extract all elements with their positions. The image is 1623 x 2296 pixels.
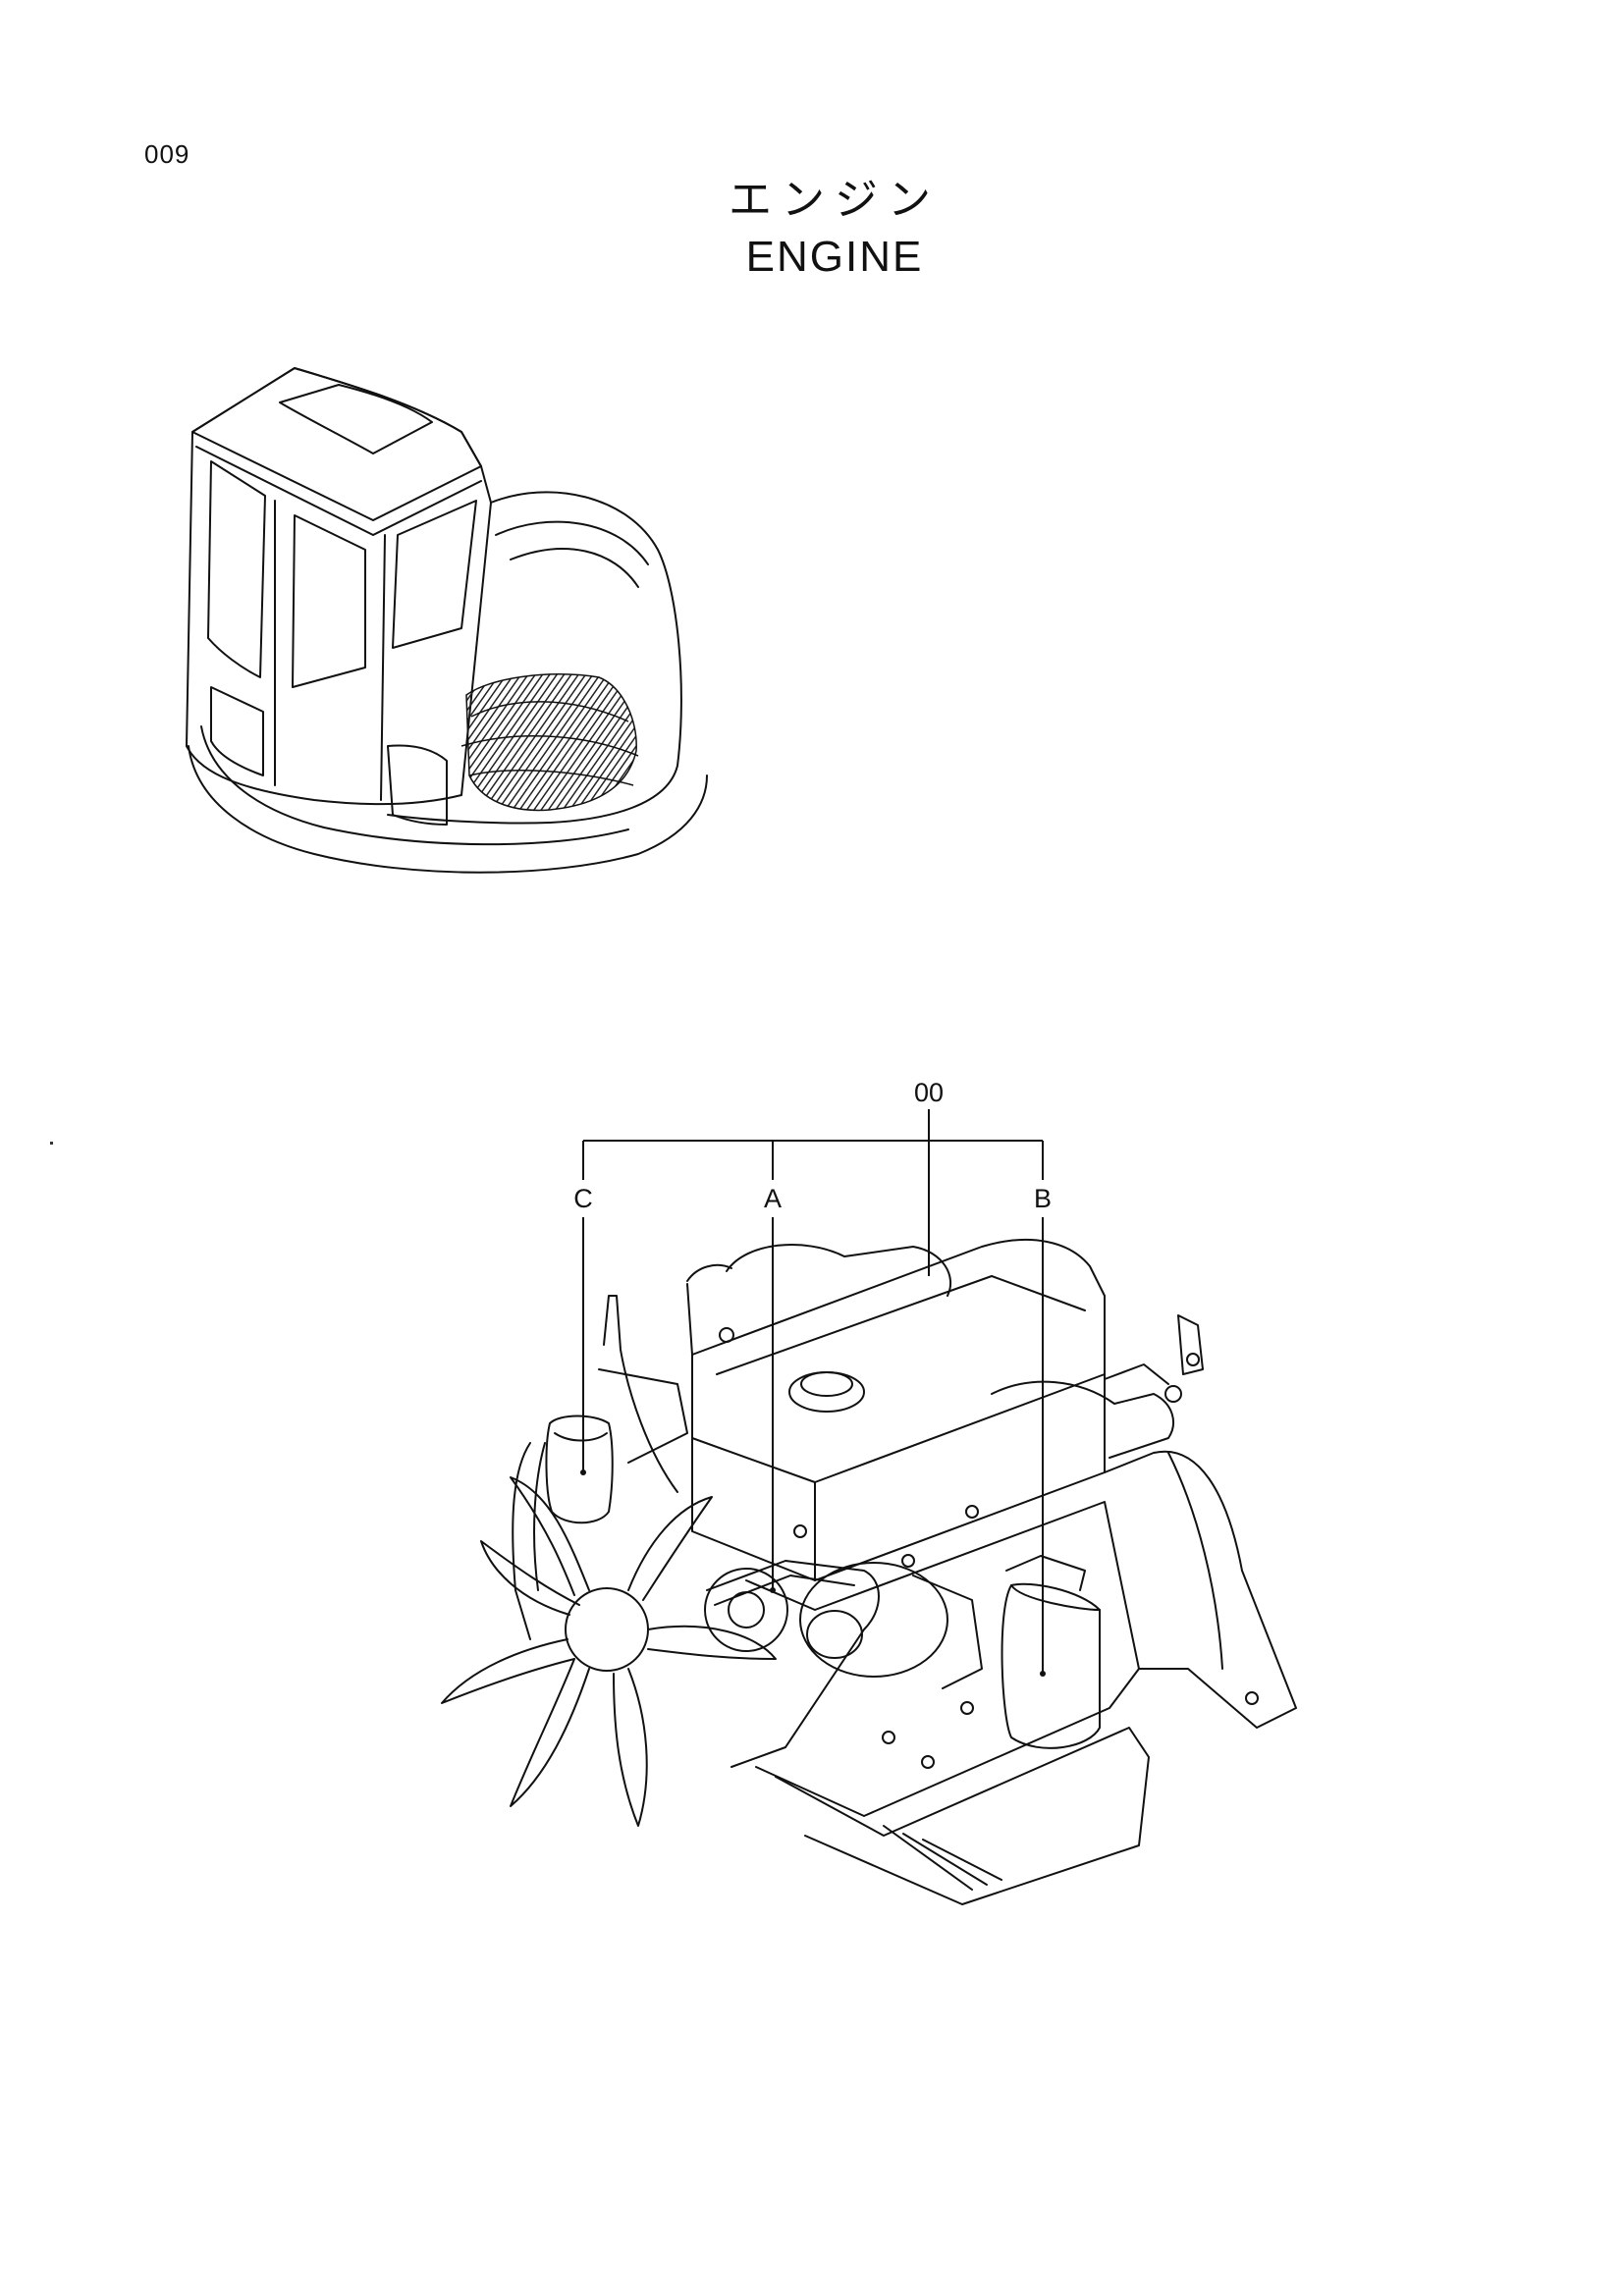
fuel-hose (512, 1442, 531, 1640)
cab-outline (186, 367, 492, 806)
oil-pan (775, 1727, 1150, 1905)
oil-filler-cap (788, 1371, 865, 1413)
flywheel-housing (1104, 1450, 1297, 1729)
flywheel-housing-face (1167, 1452, 1223, 1670)
page-number: 009 (144, 139, 190, 169)
cab-pillar (380, 534, 386, 801)
callout-label-c: C (573, 1184, 593, 1213)
cab-lower-window (210, 686, 264, 776)
fuel-line (603, 1295, 678, 1493)
cab-front-window (207, 460, 266, 678)
page-title-english: ENGINE (745, 233, 924, 281)
machine-base (188, 745, 708, 874)
stray-mark (50, 1142, 53, 1145)
exhaust-manifold (991, 1380, 1174, 1459)
fan-belt (706, 1560, 880, 1768)
engine-assembly (441, 1238, 1297, 1905)
cooling-fan (441, 1476, 777, 1827)
oil-filter-mount (1005, 1555, 1086, 1591)
cab-roof (191, 367, 482, 521)
alternator (799, 1562, 948, 1678)
fuel-filter-bracket (598, 1368, 688, 1464)
callout-label-00: 00 (913, 1078, 945, 1107)
engine-hood-top (495, 520, 649, 565)
engine-hood (387, 491, 682, 825)
callout-label-b: B (1033, 1184, 1052, 1213)
engine-cutaway (460, 673, 639, 812)
fuel-filter (545, 1415, 614, 1524)
bolts (719, 1327, 1259, 1769)
intake-neck (686, 1283, 693, 1356)
hood-front (387, 744, 448, 826)
callout-label-a: A (763, 1184, 782, 1213)
machine-base-inner (200, 725, 629, 846)
intake-manifold (726, 1244, 952, 1297)
page-title: エンジン ENGINE (628, 173, 1041, 287)
rocker-cover (691, 1238, 1106, 1483)
cab-roof-edge (195, 446, 482, 536)
cab-rear-window (392, 500, 477, 649)
engine-mount (1177, 1314, 1204, 1375)
exhaust-flange (1104, 1363, 1169, 1385)
oil-pan-ribs (883, 1825, 1002, 1891)
callout-lines (582, 1109, 1044, 1674)
oil-filter (1001, 1582, 1101, 1749)
leader-tips (580, 1469, 1046, 1677)
machine-overview (186, 367, 708, 874)
hood-stripe (510, 548, 639, 588)
cab-roof-panel (279, 384, 433, 454)
engine-block (745, 1501, 1140, 1817)
cab-side-window (292, 514, 366, 688)
crank-pulley (704, 1568, 788, 1652)
rocker-cover-ridge (716, 1275, 1086, 1375)
page-title-japanese: エンジン (729, 175, 941, 225)
